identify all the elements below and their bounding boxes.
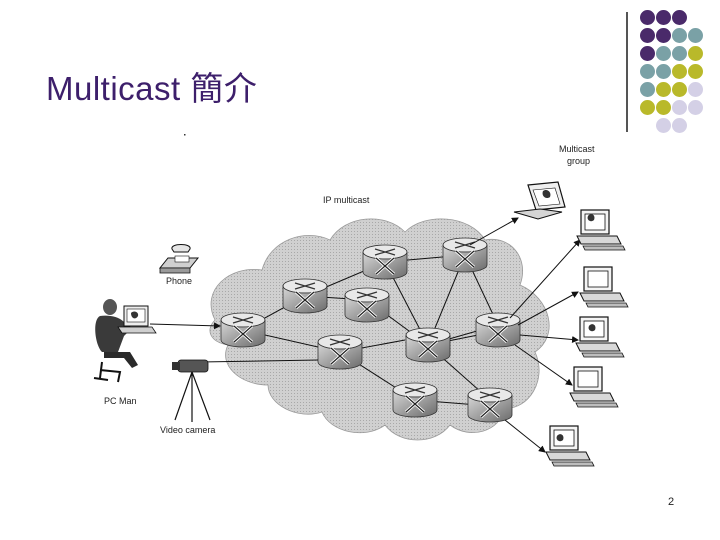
- dot: [688, 46, 703, 61]
- pc-man-icon: [93, 299, 157, 383]
- ip-multicast-cloud: [209, 218, 550, 441]
- dot: [640, 10, 655, 25]
- page-number: 2: [668, 496, 675, 508]
- router-icon: [343, 286, 391, 324]
- dot: [656, 118, 671, 133]
- video-camera-icon: [172, 359, 211, 422]
- dot: [656, 28, 671, 43]
- router-icon: [391, 381, 439, 419]
- cloud-label: IP multicast: [323, 195, 370, 205]
- group-label-line2: group: [567, 156, 590, 166]
- dot: [656, 64, 671, 79]
- laptop-icon: [513, 181, 566, 220]
- dot: [672, 64, 687, 79]
- title-divider: [626, 12, 628, 132]
- router-icon: [219, 311, 267, 349]
- router-icon: [466, 386, 514, 424]
- dot: [640, 28, 655, 43]
- phone-icon: [158, 244, 200, 274]
- router-icon: [361, 243, 409, 281]
- dot: [672, 10, 687, 25]
- router-icon: [441, 236, 489, 274]
- workstation-icon: [575, 316, 625, 358]
- workstation-icon: [576, 209, 626, 251]
- router-icon: [474, 311, 522, 349]
- group-label-line1: Multicast: [559, 144, 595, 154]
- slide-title: Multicast 簡介: [46, 70, 258, 107]
- dot: [640, 82, 655, 97]
- dot: [672, 82, 687, 97]
- router-icon: [316, 333, 364, 371]
- workstation-icon: [579, 266, 629, 308]
- video-camera-label: Video camera: [160, 425, 215, 435]
- dot: [640, 46, 655, 61]
- phone-label: Phone: [166, 276, 192, 286]
- dot: [656, 82, 671, 97]
- workstation-icon: [545, 425, 595, 467]
- dot: [688, 28, 703, 43]
- dot: [640, 64, 655, 79]
- pc-man-label: PC Man: [104, 396, 137, 406]
- workstation-icon: [569, 366, 619, 408]
- dot: [688, 100, 703, 115]
- dot: [656, 10, 671, 25]
- router-icon: [281, 277, 329, 315]
- dot: [672, 118, 687, 133]
- router-icon: [404, 326, 452, 364]
- dot: [672, 100, 687, 115]
- dot: [672, 46, 687, 61]
- dot: [656, 100, 671, 115]
- dot: [688, 64, 703, 79]
- dot: [640, 100, 655, 115]
- dot: [672, 28, 687, 43]
- dot: [656, 46, 671, 61]
- dot: [688, 82, 703, 97]
